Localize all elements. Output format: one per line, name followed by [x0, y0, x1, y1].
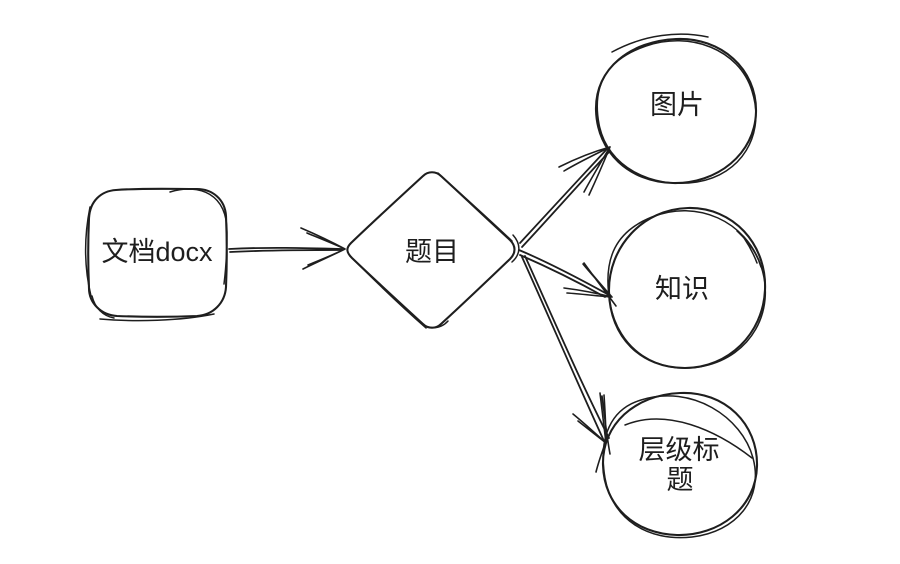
node-document-docx[interactable]: 文档docx [84, 187, 228, 322]
node-hier-title[interactable]: 层级标 题 [601, 391, 759, 539]
arrow-head [563, 262, 617, 307]
node-label-hier-title-line1: 层级标 [639, 435, 720, 465]
arrow-line [521, 255, 610, 442]
node-label-document: 文档docx [101, 237, 213, 267]
node-image[interactable]: 图片 [594, 33, 758, 185]
diamond-overdraw [349, 172, 520, 329]
arrow-topic-to-hier-title[interactable] [521, 255, 611, 473]
rounded-rect-outline [87, 187, 228, 318]
circle-outline [601, 391, 759, 537]
arrow-topic-to-image[interactable] [519, 146, 611, 248]
node-label-topic: 题目 [405, 237, 459, 267]
node-label-image: 图片 [650, 90, 704, 120]
circle-overdraw [607, 209, 766, 369]
node-knowledge[interactable]: 知识 [607, 206, 767, 370]
arrow-topic-to-knowledge[interactable] [518, 249, 617, 307]
rounded-rect-overdraw [84, 188, 228, 322]
circle-overdraw [596, 33, 757, 184]
arrow-head [300, 227, 346, 270]
arrow-head [558, 146, 611, 196]
arrow-line [519, 148, 610, 248]
arrow-line [518, 249, 610, 298]
arrow-line [228, 246, 343, 253]
circle-overdraw [602, 395, 757, 539]
node-topic[interactable]: 题目 [346, 171, 520, 329]
arrow-doc-to-topic[interactable] [228, 227, 346, 270]
node-label-hier-title-line2: 题 [667, 465, 694, 495]
node-label-knowledge: 知识 [655, 274, 709, 304]
arrow-head [572, 392, 611, 473]
